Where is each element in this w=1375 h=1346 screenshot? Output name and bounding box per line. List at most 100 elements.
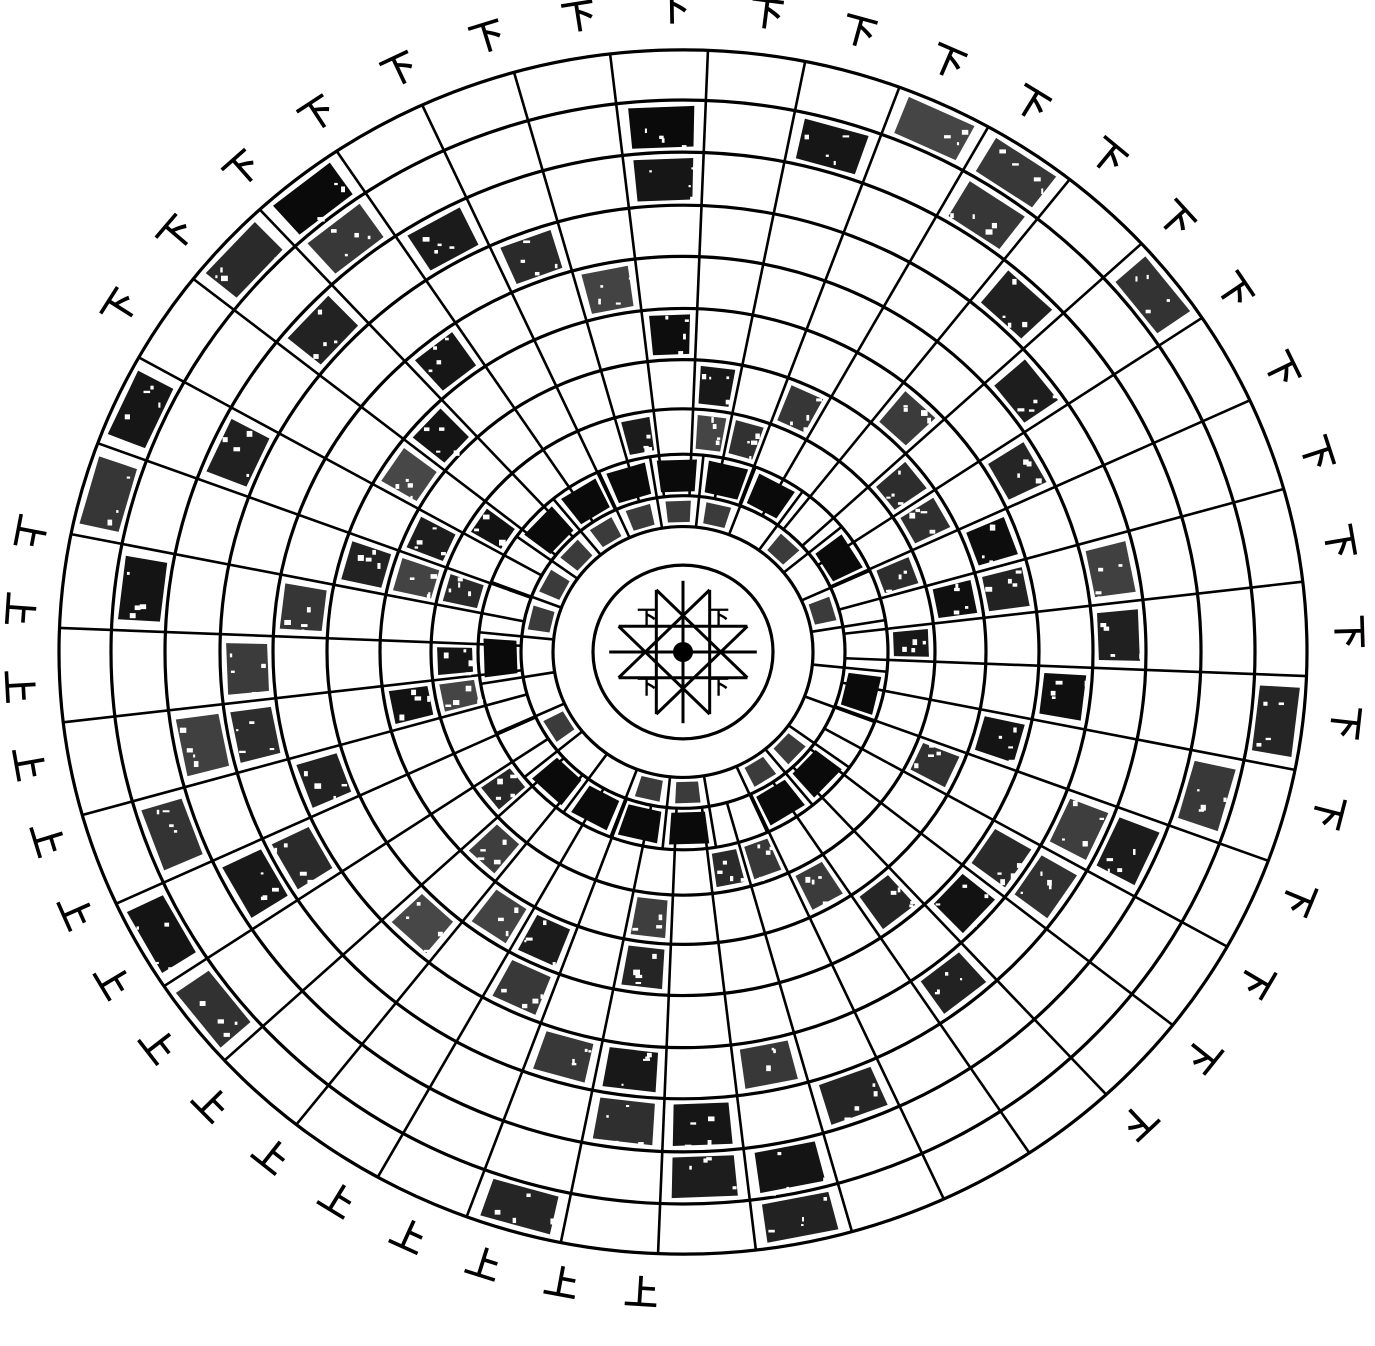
ink-speck — [890, 890, 897, 895]
ink-speck — [652, 953, 657, 959]
ink-speck — [407, 483, 413, 488]
ink-speck — [757, 844, 761, 849]
ink-speck — [886, 496, 891, 499]
ink-speck — [468, 591, 472, 597]
ink-speck — [150, 385, 154, 390]
ink-speck — [399, 714, 405, 721]
ink-speck — [1082, 841, 1088, 847]
spoke-line — [656, 808, 678, 1254]
ink-speck — [678, 351, 684, 356]
ink-speck — [1223, 797, 1227, 802]
ink-speck — [771, 1047, 775, 1051]
ink-character-cell — [471, 889, 527, 944]
ink-character-cell — [480, 1178, 559, 1235]
ink-speck — [911, 648, 916, 653]
ink-speck — [1012, 583, 1018, 587]
ink-speck — [439, 427, 445, 431]
ink-speck — [922, 640, 926, 645]
ink-speck — [1263, 701, 1268, 706]
ink-character-cell — [1096, 817, 1160, 886]
inner-spoke-line — [787, 724, 851, 769]
inner-spoke-line — [515, 535, 579, 580]
ink-speck — [1145, 309, 1151, 314]
ink-character-cell — [1014, 855, 1078, 919]
ink-character-cell — [141, 798, 203, 871]
ink-speck — [842, 135, 850, 138]
ink-speck — [260, 896, 265, 901]
ink-speck — [126, 476, 131, 479]
ink-speck — [143, 390, 151, 394]
spoke-line — [809, 747, 1174, 1027]
ink-speck — [701, 374, 707, 380]
spoke-line — [801, 242, 1143, 547]
ink-speck — [803, 427, 808, 433]
ink-speck — [367, 235, 371, 240]
ink-character-cell — [606, 462, 652, 504]
ring-circle-2 — [109, 98, 1257, 1206]
ink-speck — [1095, 591, 1102, 595]
ink-speck — [303, 771, 308, 777]
ink-speck — [395, 484, 400, 489]
ink-character-cell — [539, 569, 570, 600]
ink-character-cell — [532, 757, 582, 806]
ink-speck — [891, 493, 895, 497]
ink-speck — [1055, 680, 1063, 685]
ring-circle-1 — [57, 48, 1309, 1256]
ink-speck — [428, 369, 433, 373]
ink-speck — [770, 1191, 777, 1196]
ink-character-cell — [698, 365, 736, 407]
ink-character-cell — [994, 359, 1059, 423]
spoke-line — [63, 668, 523, 724]
ink-speck — [433, 346, 438, 350]
ink-speck — [532, 998, 539, 1004]
ink-character-cell — [621, 416, 655, 455]
ink-character-cell — [470, 508, 515, 549]
ink-speck — [179, 727, 187, 733]
ink-speck — [458, 582, 461, 588]
ink-character-cell — [1178, 760, 1236, 832]
ink-character-cell — [920, 952, 987, 1014]
edge-label-upper: 下 — [465, 14, 509, 62]
ink-character-cell — [437, 647, 473, 676]
ink-speck — [621, 1083, 624, 1086]
ink-speck — [313, 354, 319, 359]
ink-speck — [317, 217, 322, 221]
ink-speck — [550, 1218, 557, 1225]
ink-character-cell — [118, 555, 168, 622]
ink-speck — [1000, 879, 1005, 886]
ink-character-cell — [391, 894, 454, 954]
ink-speck — [691, 167, 696, 170]
compass-glyph: 下 — [709, 675, 729, 699]
ink-character-cell — [746, 473, 795, 519]
edge-label-upper: 下 — [1208, 266, 1260, 317]
ink-speck — [716, 437, 721, 440]
ink-speck — [331, 229, 337, 233]
edge-label-upper: 下 — [1006, 78, 1056, 130]
ink-speck — [706, 1157, 712, 1161]
ink-speck — [1052, 395, 1058, 399]
ink-character-cell — [524, 506, 574, 555]
ink-speck — [437, 243, 442, 247]
edge-label-upper: 下 — [1113, 1094, 1165, 1146]
edge-label-lower: 上 — [22, 817, 70, 861]
compass-glyph: 下 — [709, 605, 729, 629]
ink-speck — [495, 796, 502, 800]
ring-circle-8 — [429, 407, 937, 897]
ink-speck — [126, 571, 130, 575]
ink-speck — [299, 871, 307, 876]
ink-speck — [430, 574, 438, 579]
ink-speck — [950, 213, 954, 219]
star-line — [617, 625, 711, 716]
ink-speck — [961, 129, 969, 135]
ink-character-cell — [1049, 798, 1109, 861]
ink-speck — [424, 949, 431, 953]
ink-speck — [520, 259, 526, 263]
ink-speck — [354, 232, 359, 238]
ink-speck — [414, 696, 422, 701]
spoke-line — [843, 580, 1303, 636]
ink-speck — [638, 1142, 644, 1147]
ink-speck — [1133, 848, 1136, 855]
inner-spoke-line — [609, 768, 639, 838]
spoke-line — [700, 807, 758, 1251]
ink-character-cell — [754, 1141, 826, 1194]
